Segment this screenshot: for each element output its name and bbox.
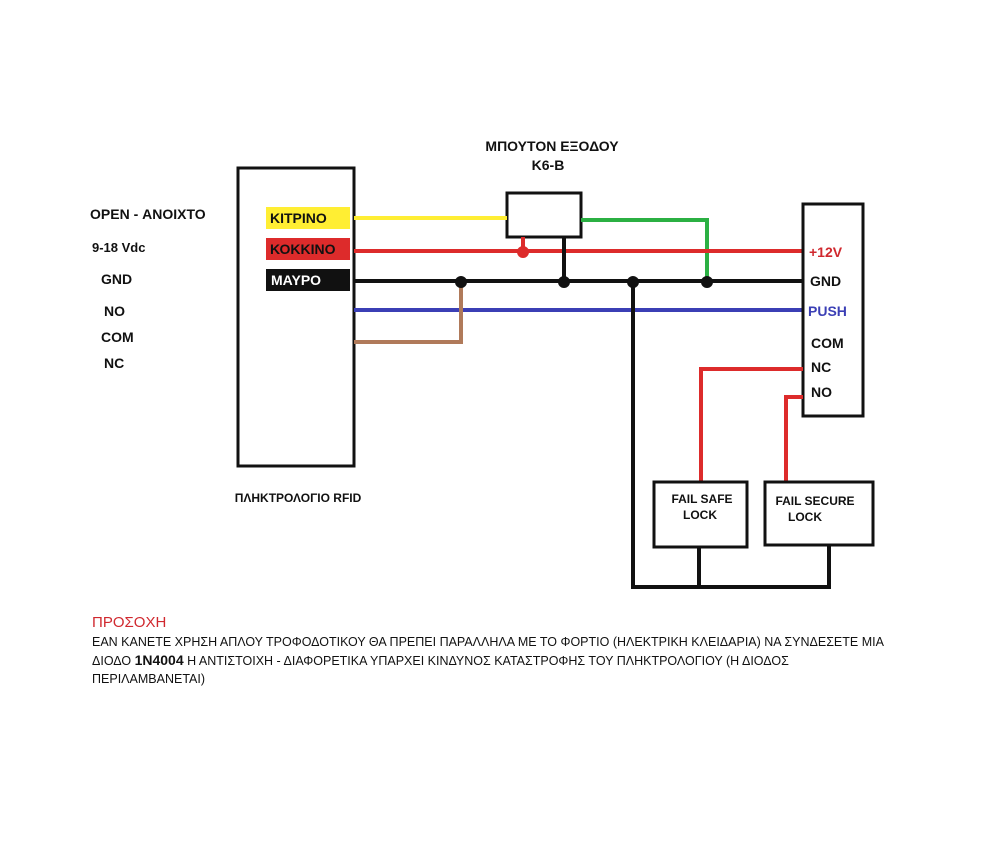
label-nc-left: NC [104,355,124,371]
fail-safe-lock-line2: LOCK [683,508,717,522]
controller-label-com: COM [811,335,844,351]
yellow-wire-tag [266,207,350,229]
label-no-left: NO [104,303,125,319]
warning-text-after: Η ΑΝΤΙΣΤΟΙΧΗ - ΔΙΑΦΟΡΕΤΙΚΑ ΥΠΑΡΧΕΙ ΚΙΝΔΥ… [92,654,789,686]
fail-secure-lock-line1: FAIL SECURE [775,494,854,508]
warning-note: ΠΡΟΣΟΧΗ ΕΑΝ ΚΑΝΕΤΕ ΧΡΗΣΗ ΑΠΛΟΥ ΤΡΟΦΟΔΟΤΙ… [92,614,892,688]
fail-secure-lock-box [763,480,875,547]
gnd-junction-dot [558,276,570,288]
fail-secure-lock-line2: LOCK [788,510,822,524]
controller-label-gnd: GND [810,273,841,289]
warning-title: ΠΡΟΣΟΧΗ [92,614,167,631]
label-voltage: 9-18 Vdc [92,240,145,255]
red-wire-tag [266,238,350,260]
exit-button-title: ΜΠΟΥΤΟΝ ΕΞΟΔΟΥ [485,138,619,154]
lock-ground-bus [631,281,831,589]
warning-text-before: ΕΑΝ ΚΑΝΕΤΕ ΧΡΗΣΗ ΑΠΛΟΥ ΤΡΟΦΟΔΟΤΙΚΟΥ ΘΑ Π… [92,635,884,668]
controller-box [801,202,865,418]
exit-button-model: K6-B [532,157,565,173]
black-wire-label: ΜΑΥΡΟ [271,272,321,288]
gnd-junction-dot [701,276,713,288]
red-wire-label: ΚΟΚΚΙΝΟ [270,241,336,257]
black-wire-tag [266,269,350,291]
controller-label-nc: NC [811,359,831,375]
fail-safe-lock-line1: FAIL SAFE [671,492,732,506]
controller-label-push: PUSH [808,303,847,319]
nc-wire [699,367,803,482]
label-gnd-left: GND [101,271,132,287]
label-com-left: COM [101,329,134,345]
diode-model: 1N4004 [134,652,184,668]
fail-safe-lock-box [652,480,749,549]
gnd-junction-dot [627,276,639,288]
controller-label-no: NO [811,384,832,400]
warning-text: ΕΑΝ ΚΑΝΕΤΕ ΧΡΗΣΗ ΑΠΛΟΥ ΤΡΟΦΟΔΟΤΙΚΟΥ ΘΑ Π… [92,633,892,688]
exit-button-box [505,191,583,239]
no-wire [784,395,803,482]
gnd-junction-dot [455,276,467,288]
red-junction-dot [517,246,529,258]
keypad-caption: ΠΛΗΚΤΡΟΛΟΓΙΟ RFID [235,491,362,505]
brown-wire [354,281,463,344]
controller-label-12v: +12V [809,244,843,260]
label-open: OPEN - ΑΝΟΙΧΤΟ [90,206,206,222]
green-wire [581,218,709,281]
yellow-wire-label: ΚΙΤΡΙΝΟ [270,210,327,226]
